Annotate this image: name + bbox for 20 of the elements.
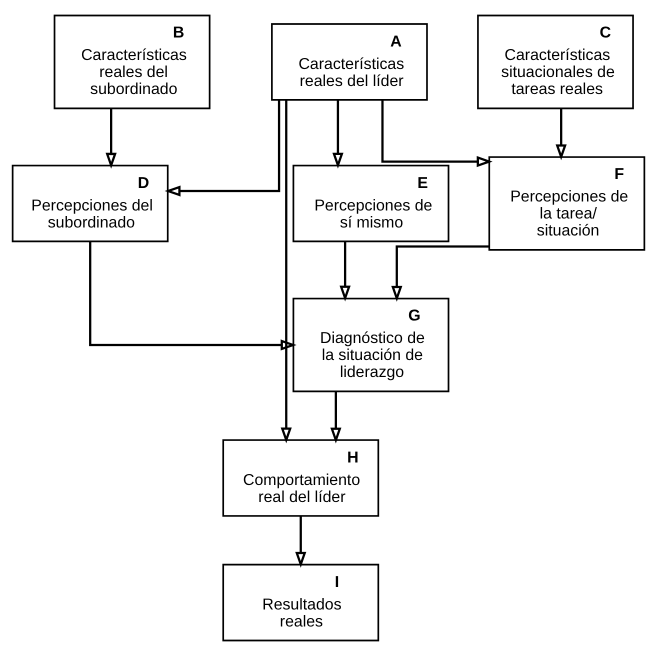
node-box: B Características reales del subordinado bbox=[54, 14, 210, 110]
node-box: H Comportamiento real del líder bbox=[222, 439, 380, 517]
arrow bbox=[89, 242, 297, 351]
arrow bbox=[106, 108, 117, 169]
arrow bbox=[556, 108, 567, 160]
node-box: I Resultados reales bbox=[222, 564, 380, 642]
node-box: C Características situacionales de tareas reales bbox=[477, 14, 634, 110]
arrow bbox=[391, 245, 489, 302]
node-box: F Percepciones de la tarea/ situación bbox=[488, 156, 646, 251]
node-box: E Percepciones de sí mismo bbox=[292, 164, 450, 242]
node-box: D Percepciones del subordinado bbox=[12, 164, 169, 242]
arrow bbox=[340, 242, 351, 302]
arrow bbox=[330, 392, 342, 444]
arrow bbox=[381, 100, 493, 168]
arrow bbox=[332, 100, 344, 169]
arrow bbox=[164, 100, 280, 197]
arrow bbox=[280, 100, 292, 444]
node-box: A Características reales del líder bbox=[271, 23, 428, 101]
arrow bbox=[295, 516, 306, 568]
node-box: G Diagnóstico de la situación de liderazgo bbox=[292, 298, 450, 392]
